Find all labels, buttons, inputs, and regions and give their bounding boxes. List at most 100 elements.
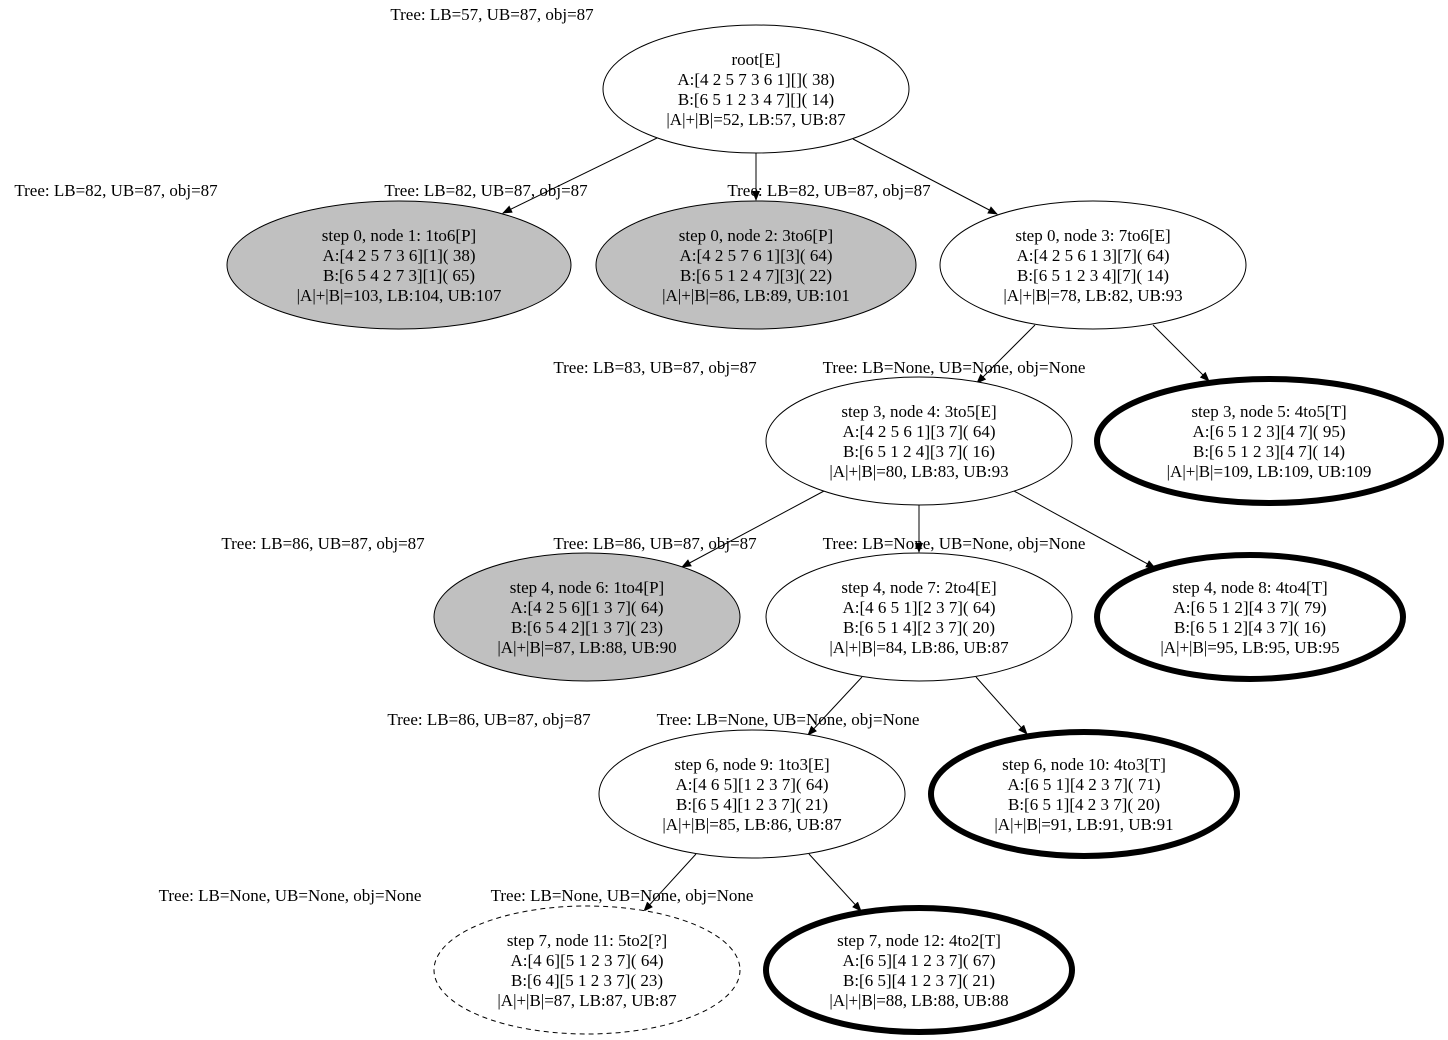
- node-title: step 6, node 9: 1to3[E]: [674, 755, 829, 774]
- tree-node-n10: step 6, node 10: 4to3[T]A:[6 5 1][4 2 3 …: [928, 729, 1240, 859]
- node-title: step 3, node 5: 4to5[T]: [1191, 402, 1346, 421]
- node-line: A:[4 2 5 7 6 1][3]( 64): [680, 246, 833, 265]
- node-line: B:[6 5 1 2 4][3 7]( 16): [843, 442, 995, 461]
- node-line: |A|+|B|=52, LB:57, UB:87: [666, 110, 846, 129]
- node-ellipse: [433, 905, 741, 1035]
- node-line: |A|+|B|=80, LB:83, UB:93: [829, 462, 1008, 481]
- node-ellipse: [928, 729, 1240, 859]
- node-line: B:[6 5 4][1 2 3 7]( 21): [676, 795, 828, 814]
- tree-node-n4: step 3, node 4: 3to5[E]A:[4 2 5 6 1][3 7…: [765, 376, 1073, 506]
- edge-label-n10: Tree: LB=None, UB=None, obj=None: [657, 710, 920, 729]
- tree-node-n7: step 4, node 7: 2to4[E]A:[4 6 5 1][2 3 7…: [765, 552, 1073, 682]
- node-line: A:[4 6 5 1][2 3 7]( 64): [843, 598, 996, 617]
- edge-n9-n12: [808, 853, 862, 912]
- node-line: |A|+|B|=85, LB:86, UB:87: [662, 815, 842, 834]
- node-line: B:[6 5 4 2 7 3][1]( 65): [323, 266, 475, 285]
- node-line: B:[6 5 1 2 4 7][3]( 22): [680, 266, 832, 285]
- edge-n4-n8: [1013, 490, 1156, 569]
- node-line: |A|+|B|=84, LB:86, UB:87: [829, 638, 1009, 657]
- node-line: B:[6 5 1 2 3][4 7]( 14): [1193, 442, 1345, 461]
- root-tree-label: Tree: LB=57, UB=87, obj=87: [390, 5, 594, 24]
- edge-label-n7: Tree: LB=86, UB=87, obj=87: [553, 534, 757, 553]
- tree-node-n0: root[E]A:[4 2 5 7 3 6 1][]( 38)B:[6 5 1 …: [602, 24, 910, 154]
- tree-node-n5: step 3, node 5: 4to5[T]A:[6 5 1 2 3][4 7…: [1094, 376, 1444, 506]
- edge-n9-n11: [643, 853, 697, 912]
- node-title: step 0, node 1: 1to6[P]: [322, 226, 476, 245]
- node-title: step 0, node 2: 3to6[P]: [679, 226, 833, 245]
- node-ellipse: [598, 729, 906, 859]
- node-line: B:[6 5 1][4 2 3 7]( 20): [1008, 795, 1160, 814]
- node-line: |A|+|B|=87, LB:87, UB:87: [497, 991, 677, 1010]
- edge-n7-n10: [975, 676, 1028, 735]
- node-line: A:[4 2 5 6 1][3 7]( 64): [843, 422, 996, 441]
- node-ellipse: [595, 200, 917, 330]
- edges-layer: [502, 137, 1210, 912]
- tree-node-n6: step 4, node 6: 1to4[P]A:[4 2 5 6][1 3 7…: [433, 552, 741, 682]
- tree-node-n1: step 0, node 1: 1to6[P]A:[4 2 5 7 3 6][1…: [226, 200, 572, 330]
- node-title: step 6, node 10: 4to3[T]: [1002, 755, 1166, 774]
- node-line: A:[4 2 5 7 3 6][1]( 38): [323, 246, 476, 265]
- node-ellipse: [433, 552, 741, 682]
- edge-n3-n4: [976, 324, 1036, 384]
- tree-node-n11: step 7, node 11: 5to2[?]A:[4 6][5 1 2 3 …: [433, 905, 741, 1035]
- node-line: |A|+|B|=103, LB:104, UB:107: [297, 286, 502, 305]
- node-line: |A|+|B|=109, LB:109, UB:109: [1167, 462, 1372, 481]
- tree-node-n8: step 4, node 8: 4to4[T]A:[6 5 1 2][4 3 7…: [1094, 552, 1406, 682]
- node-title: step 4, node 8: 4to4[T]: [1172, 578, 1327, 597]
- edge-label-n6: Tree: LB=86, UB=87, obj=87: [221, 534, 425, 553]
- edge-label-n1: Tree: LB=82, UB=87, obj=87: [14, 181, 218, 200]
- node-line: B:[6 5 1 2 3 4][7]( 14): [1017, 266, 1169, 285]
- node-ellipse: [765, 376, 1073, 506]
- node-line: A:[4 2 5 7 3 6 1][]( 38): [677, 70, 834, 89]
- edge-label-n9: Tree: LB=86, UB=87, obj=87: [387, 710, 591, 729]
- node-title: step 4, node 7: 2to4[E]: [841, 578, 996, 597]
- node-line: B:[6 5][4 1 2 3 7]( 21): [843, 971, 995, 990]
- edge-label-n8: Tree: LB=None, UB=None, obj=None: [823, 534, 1086, 553]
- node-ellipse: [1094, 376, 1444, 506]
- node-line: |A|+|B|=95, LB:95, UB:95: [1160, 638, 1339, 657]
- node-line: B:[6 5 1 2][4 3 7]( 16): [1174, 618, 1326, 637]
- node-ellipse: [226, 200, 572, 330]
- node-ellipse: [939, 200, 1247, 330]
- node-line: |A|+|B|=91, LB:91, UB:91: [994, 815, 1173, 834]
- edge-n3-n5: [1152, 324, 1210, 382]
- node-line: |A|+|B|=87, LB:88, UB:90: [497, 638, 676, 657]
- node-title: step 7, node 12: 4to2[T]: [837, 931, 1001, 950]
- node-ellipse: [765, 552, 1073, 682]
- node-title: step 3, node 4: 3to5[E]: [841, 402, 996, 421]
- edge-n0-n1: [502, 137, 658, 214]
- node-title: step 4, node 6: 1to4[P]: [510, 578, 664, 597]
- edge-label-n3: Tree: LB=82, UB=87, obj=87: [727, 181, 931, 200]
- node-line: A:[6 5 1 2 3][4 7]( 95): [1193, 422, 1346, 441]
- node-ellipse: [602, 24, 910, 154]
- tree-node-n2: step 0, node 2: 3to6[P]A:[4 2 5 7 6 1][3…: [595, 200, 917, 330]
- node-line: |A|+|B|=86, LB:89, UB:101: [662, 286, 850, 305]
- tree-node-n12: step 7, node 12: 4to2[T]A:[6 5][4 1 2 3 …: [763, 905, 1075, 1035]
- tree-node-n3: step 0, node 3: 7to6[E]A:[4 2 5 6 1 3][7…: [939, 200, 1247, 330]
- node-line: A:[6 5 1][4 2 3 7]( 71): [1008, 775, 1161, 794]
- node-line: B:[6 4][5 1 2 3 7]( 23): [511, 971, 663, 990]
- node-ellipse: [763, 905, 1075, 1035]
- node-title: root[E]: [731, 50, 780, 69]
- edge-n4-n6: [681, 490, 825, 568]
- node-line: B:[6 5 1 2 3 4 7][]( 14): [678, 90, 834, 109]
- node-line: |A|+|B|=88, LB:88, UB:88: [829, 991, 1008, 1010]
- node-line: A:[6 5][4 1 2 3 7]( 67): [843, 951, 996, 970]
- node-line: A:[4 2 5 6 1 3][7]( 64): [1017, 246, 1170, 265]
- node-line: A:[4 6 5][1 2 3 7]( 64): [676, 775, 829, 794]
- tree-node-n9: step 6, node 9: 1to3[E]A:[4 6 5][1 2 3 7…: [598, 729, 906, 859]
- edge-label-n4: Tree: LB=83, UB=87, obj=87: [553, 358, 757, 377]
- edge-label-n2: Tree: LB=82, UB=87, obj=87: [384, 181, 588, 200]
- node-title: step 7, node 11: 5to2[?]: [507, 931, 667, 950]
- edge-n0-n3: [852, 138, 998, 215]
- nodes-layer: root[E]A:[4 2 5 7 3 6 1][]( 38)B:[6 5 1 …: [226, 24, 1444, 1035]
- node-ellipse: [1094, 552, 1406, 682]
- node-line: |A|+|B|=78, LB:82, UB:93: [1003, 286, 1182, 305]
- edge-labels-layer: Tree: LB=57, UB=87, obj=87 Tree: LB=82, …: [14, 5, 1085, 905]
- node-line: A:[6 5 1 2][4 3 7]( 79): [1174, 598, 1327, 617]
- edge-label-n12: Tree: LB=None, UB=None, obj=None: [491, 886, 754, 905]
- edge-n7-n9: [807, 676, 863, 736]
- node-line: A:[4 6][5 1 2 3 7]( 64): [511, 951, 664, 970]
- node-title: step 0, node 3: 7to6[E]: [1015, 226, 1170, 245]
